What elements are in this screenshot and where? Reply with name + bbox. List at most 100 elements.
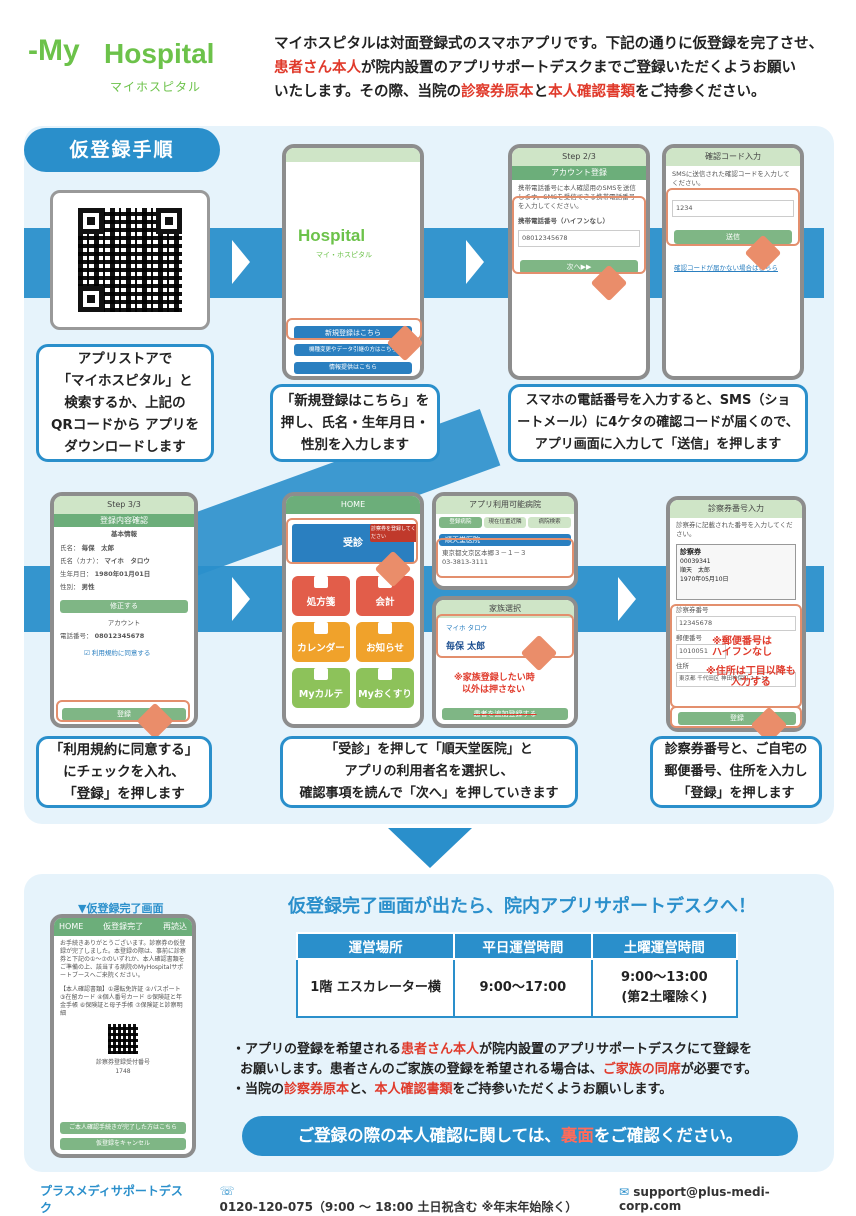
account-section: アカウント bbox=[107, 619, 141, 627]
new-registration-button[interactable]: 新規登録はこちら bbox=[294, 326, 412, 340]
support-title: 仮登録完了画面が出たら、院内アプリサポートデスクへ！ bbox=[288, 896, 756, 917]
mymedicine-tile[interactable]: Myおくすり bbox=[356, 668, 414, 708]
address-input[interactable]: 東京都 千代田区 神田神保町 2-5-11 bbox=[676, 672, 796, 687]
id-documents-list: 【本人確認書類】①運転免許証 ②パスポート ③在留カード ④個人番号カード ⑤保… bbox=[60, 986, 183, 1017]
footer: プラスメディサポートデスク ☏ 0120-120-075（9:00 ～ 18:0… bbox=[40, 1182, 830, 1216]
table-header: 平日運営時間 bbox=[453, 932, 593, 960]
caption-step-4: 「利用規約に同意する」 にチェックを入れ、 「登録」を押します bbox=[36, 736, 212, 808]
receipt-label: 診察券登録受付番号 bbox=[95, 1059, 150, 1066]
transfer-button[interactable]: 機種変更やデータ引継の方はこちら bbox=[294, 344, 412, 356]
highlight-frame bbox=[436, 614, 574, 658]
table-cell-place: 1階 エスカレーター横 bbox=[295, 958, 456, 1018]
family-member[interactable]: 毎保 太郎 bbox=[446, 642, 486, 652]
list-icon bbox=[378, 668, 392, 680]
screen-title: アカウント登録 bbox=[512, 166, 646, 180]
profile-row: 氏名（カナ）： マイホ タロウ bbox=[60, 557, 150, 565]
flow-chevron-icon bbox=[466, 240, 484, 284]
highlight-frame bbox=[56, 700, 190, 722]
reload-link[interactable]: 再読込 bbox=[163, 922, 187, 931]
hospital-item[interactable]: 順天堂医院 bbox=[439, 534, 571, 546]
steps-title: 仮登録手順 bbox=[24, 128, 220, 172]
code-not-received-link[interactable]: 確認コードが届かない場合はこちら bbox=[674, 264, 778, 272]
table-header: 運営場所 bbox=[295, 932, 456, 960]
caption-step-2: 「新規登録はこちら」を 押し、氏名・生年月日・ 性別を入力します bbox=[270, 384, 440, 462]
billing-tile[interactable]: 会計 bbox=[356, 576, 414, 616]
qr-finder-icon bbox=[78, 208, 104, 234]
agree-checkbox[interactable]: ☑ 利用規約に同意する bbox=[84, 649, 151, 657]
card-number-label: 診察券番号 bbox=[676, 606, 709, 614]
phone-account-screen: Step 2/3 アカウント登録 携帯電話番号に本人確認用のSMSを送信します。… bbox=[508, 144, 650, 380]
phone-row: 電話番号： 08012345678 bbox=[60, 632, 145, 640]
table-header: 土曜運営時間 bbox=[590, 932, 739, 960]
cancel-registration-button[interactable]: 仮登録をキャンセル bbox=[60, 1138, 186, 1150]
intro-text: マイホスピタルは対面登録式のスマホアプリです。下記の通りに仮登録を完了させ、 患… bbox=[274, 36, 824, 100]
hours-table: 運営場所 平日運営時間 土曜運営時間 1階 エスカレーター横 9:00～17:0… bbox=[295, 932, 739, 1018]
phone-start-screen: Hospital マイ・ホスピタル 新規登録はこちら 機種変更やデータ引継の方は… bbox=[282, 144, 424, 380]
id-verification-banner: ご登録の際の本人確認に関しては、裏面をご確認ください。 bbox=[242, 1116, 798, 1156]
info-button[interactable]: 情報提供はこちら bbox=[294, 362, 412, 374]
profile-row: 性別： 男性 bbox=[60, 583, 95, 591]
news-tile[interactable]: お知らせ bbox=[356, 622, 414, 662]
hospital-tel: 03-3813-3111 bbox=[442, 558, 489, 566]
nav-bar: 家族選択 bbox=[436, 600, 574, 618]
tab-nearby[interactable]: 現在位置近隣 bbox=[483, 517, 527, 528]
section-title: 基本情報 bbox=[111, 530, 137, 538]
family-kana: マイホ タロウ bbox=[446, 624, 488, 632]
calendar-tile[interactable]: カレンダー bbox=[292, 622, 350, 662]
highlight-frame bbox=[670, 706, 802, 728]
phone-contact[interactable]: ☏ 0120-120-075（9:00 ～ 18:00 土日祝含む ※年末年始除… bbox=[219, 1183, 578, 1214]
flow-chevron-icon bbox=[232, 240, 250, 284]
caption-step-6: 診察券番号と、ご自宅の 郵便番号、住所を入力し 「登録」を押します bbox=[650, 736, 822, 808]
highlight-frame bbox=[436, 538, 574, 578]
tab-registered[interactable]: 登録病院 bbox=[439, 517, 482, 528]
screen-description: SMSに送信された確認コードを入力してください。 bbox=[672, 170, 790, 187]
screen-description: 診察券に記載された番号を入力してください。 bbox=[676, 521, 793, 538]
flow-chevron-icon bbox=[232, 577, 250, 621]
down-arrow-icon bbox=[388, 828, 472, 868]
nav-bar: Step 3/3 bbox=[54, 496, 194, 514]
highlight-frame bbox=[512, 196, 646, 274]
highlight-frame bbox=[670, 604, 802, 708]
flow-chevron-icon bbox=[618, 577, 636, 621]
caption-step-3: スマホの電話番号を入力すると、SMS（ショ ートメール）に4ケタの確認コードが届… bbox=[508, 384, 808, 462]
phone-hospital-screen: アプリ利用可能病院 登録病院 現在位置近隣 病院検索 順天堂医院 東京都文京区本… bbox=[432, 492, 578, 590]
address-label: 住所 bbox=[676, 662, 689, 670]
completion-label: ▼仮登録完了画面 bbox=[78, 902, 164, 915]
add-patient-button[interactable]: 患者を追加登録する bbox=[442, 708, 568, 720]
code-input[interactable]: 1234 bbox=[672, 200, 794, 217]
profile-list: 氏名： 毎保 太郎 氏名（カナ）： マイホ タロウ 生年月日： 1980年01月… bbox=[54, 542, 194, 594]
register-card-badge: 診察券を登録してください bbox=[370, 524, 418, 542]
sample-card: 診察券 00039341 順天 太郎 1970年05月10日 bbox=[676, 544, 796, 600]
prescription-tile[interactable]: 処方箋 bbox=[292, 576, 350, 616]
caption-step-1: アプリストアで 「マイホスピタル」と 検索するか、上記の QRコードから アプリ… bbox=[36, 344, 214, 462]
list-icon bbox=[314, 668, 328, 680]
app-logo: Hospital bbox=[298, 226, 366, 245]
support-notes: ・アプリの登録を希望される患者さん本人が院内設置のアプリサポートデスクにて登録を… bbox=[232, 1042, 758, 1097]
id-complete-button[interactable]: ご本人確認手続きが完了した方はこちら bbox=[60, 1122, 186, 1134]
postal-label: 郵便番号 bbox=[676, 634, 702, 642]
mail-icon: ✉ bbox=[619, 1185, 630, 1199]
edit-button[interactable]: 修正する bbox=[60, 600, 188, 613]
phone-icon: ☏ bbox=[219, 1183, 235, 1198]
phone-number-input[interactable]: 08012345678 bbox=[518, 230, 640, 247]
qr-code-icon bbox=[108, 1024, 138, 1054]
logo-text: Hospital bbox=[104, 38, 215, 69]
address-note: ※住所は丁目以降も入力する bbox=[706, 666, 796, 688]
calendar-icon bbox=[314, 622, 328, 634]
phone-home-screen: HOME 受診 処方箋 会計 カレンダー お知らせ Myカルテ Myおくすり bbox=[282, 492, 424, 728]
nav-bar: 診察券番号入力 bbox=[670, 500, 802, 518]
postal-input[interactable]: 1010051 bbox=[676, 644, 726, 659]
email-contact[interactable]: ✉ support@plus-medi-corp.com bbox=[619, 1185, 770, 1213]
home-link[interactable]: HOME bbox=[59, 922, 84, 931]
mychart-tile[interactable]: Myカルテ bbox=[292, 668, 350, 708]
caption-step-5: 「受診」を押して「順天堂医院」と アプリの利用者名を選択し、 確認事項を読んで「… bbox=[280, 736, 578, 808]
receipt-number: 1748 bbox=[115, 1068, 131, 1075]
family-warning: ※家族登録したい時以外は押さない bbox=[454, 673, 535, 695]
tab-search[interactable]: 病院検索 bbox=[528, 517, 572, 528]
card-number-input[interactable]: 12345678 bbox=[676, 616, 796, 631]
completion-message: お手続きありがとうございます。診察券の仮登録が完了しました。本登録の際は、事前に… bbox=[60, 940, 187, 979]
info-icon bbox=[378, 622, 392, 634]
phone-confirm-screen: Step 3/3 登録内容確認 基本情報 氏名： 毎保 太郎 氏名（カナ）： マ… bbox=[50, 492, 198, 728]
